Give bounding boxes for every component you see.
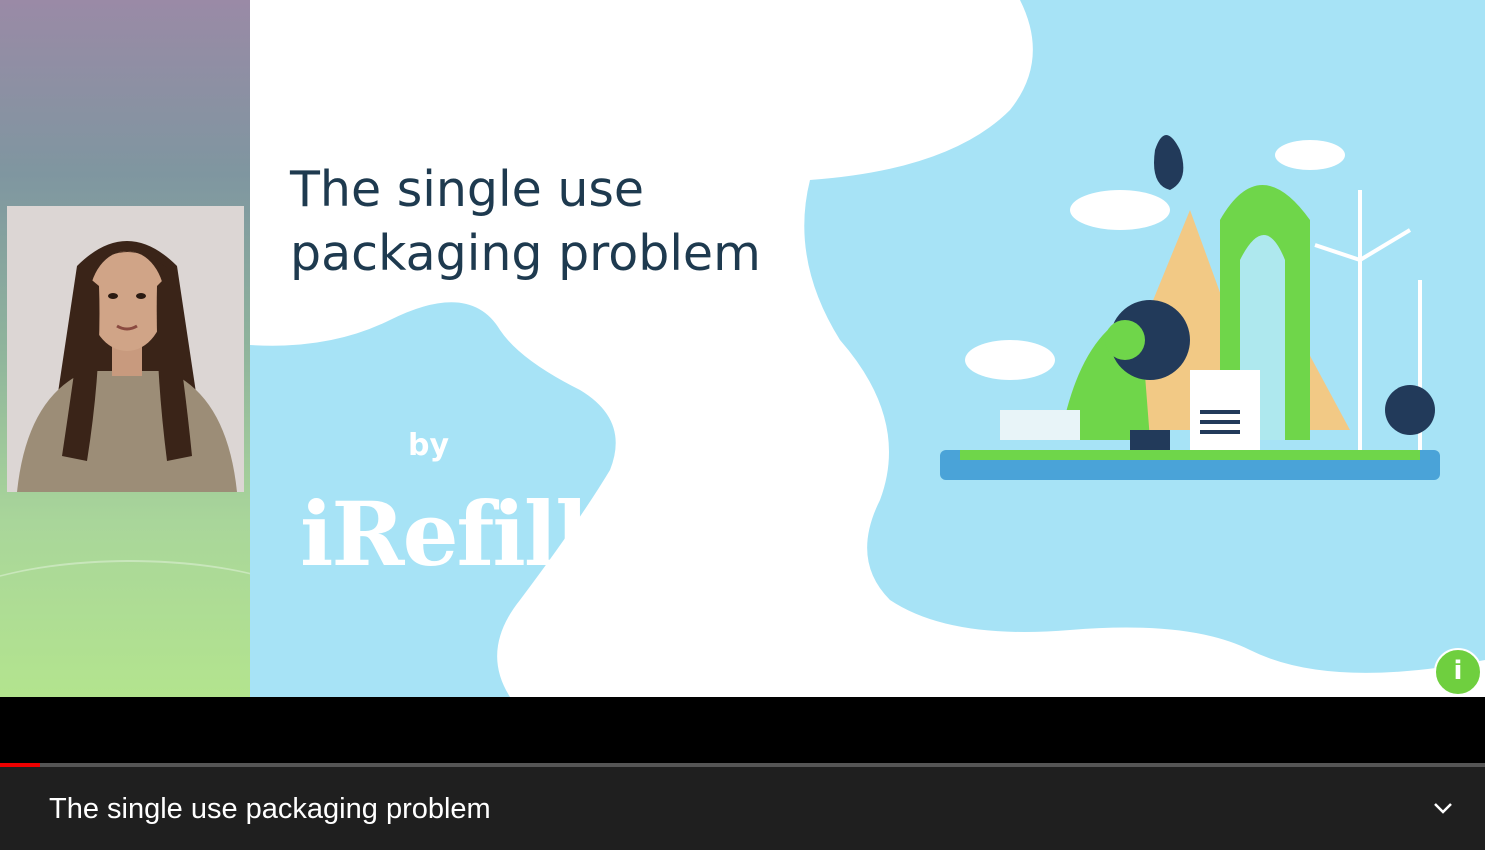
background-panel (0, 0, 340, 697)
video-title: The single use packaging problem (49, 793, 491, 825)
irefill-badge-icon: i (1434, 648, 1482, 696)
progress-played (0, 763, 41, 767)
slide-title: The single use packaging problem (290, 161, 761, 282)
slide (250, 0, 1485, 697)
background-swoosh (0, 560, 340, 697)
progress-bar[interactable] (0, 763, 1485, 767)
presenter-image (7, 206, 244, 492)
video-player[interactable]: The single use packaging problem by iRef… (0, 0, 1485, 697)
chevron-down-icon[interactable] (1428, 793, 1458, 823)
eco-city-illustration (940, 135, 1440, 480)
webcam-feed (7, 206, 244, 492)
slide-byline: by (408, 428, 450, 463)
irefill-logo: iRefill (300, 482, 589, 586)
video-info-bar: The single use packaging problem (0, 767, 1485, 850)
slide-background-shapes (250, 0, 1485, 697)
